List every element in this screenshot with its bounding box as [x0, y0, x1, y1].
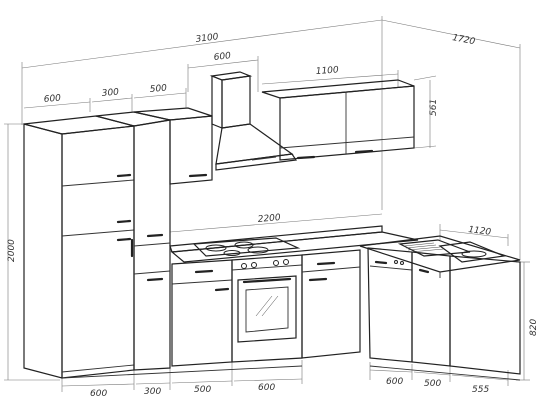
dim-bottom-500: 500 [194, 385, 211, 395]
dimension-lines [4, 16, 530, 392]
dimension-labels: 3100 1720 600 1100 561 600 300 500 2200 … [7, 32, 539, 399]
corner-base-cabinet [411, 251, 521, 375]
dim-wall-cabinet-height: 561 [429, 99, 439, 116]
base-cabinet-right [301, 249, 361, 359]
base-cabinet-500 [171, 259, 233, 367]
oven-cabinet [231, 254, 303, 363]
dim-total-height: 2000 [7, 239, 17, 262]
wall-cabinet-mid [133, 107, 213, 185]
dim-total-width: 3100 [195, 32, 219, 45]
wall-cabinets-right [261, 79, 415, 161]
dishwasher [367, 247, 413, 363]
dim-counter-width: 2200 [257, 213, 281, 225]
dim-base-height: 820 [529, 319, 539, 336]
dim-bottom-600-oven: 600 [258, 383, 275, 393]
dim-bottom-300: 300 [144, 387, 161, 397]
dim-wall-cabinet-width: 1100 [316, 65, 340, 77]
extractor-hood [209, 71, 298, 171]
dim-hood-width: 600 [213, 51, 231, 63]
countertop [169, 225, 521, 278]
dim-depth-top: 1720 [451, 33, 476, 47]
dim-tall-left-top: 600 [43, 94, 61, 105]
dim-bottom-500-right: 500 [424, 379, 441, 389]
dim-corner-depth: 1120 [468, 225, 492, 238]
tall-cabinet-left [23, 115, 135, 379]
dim-bottom-555: 555 [472, 385, 489, 395]
sink [397, 239, 507, 263]
hob [192, 237, 301, 257]
dim-tall-mid-top: 300 [101, 88, 119, 99]
plinth [61, 365, 521, 381]
dim-mid-cabinet-top: 500 [149, 84, 167, 95]
dim-bottom-600-dishwasher: 600 [386, 377, 403, 387]
dim-bottom-600-left: 600 [90, 389, 107, 399]
tall-cabinet-narrow [95, 111, 171, 371]
